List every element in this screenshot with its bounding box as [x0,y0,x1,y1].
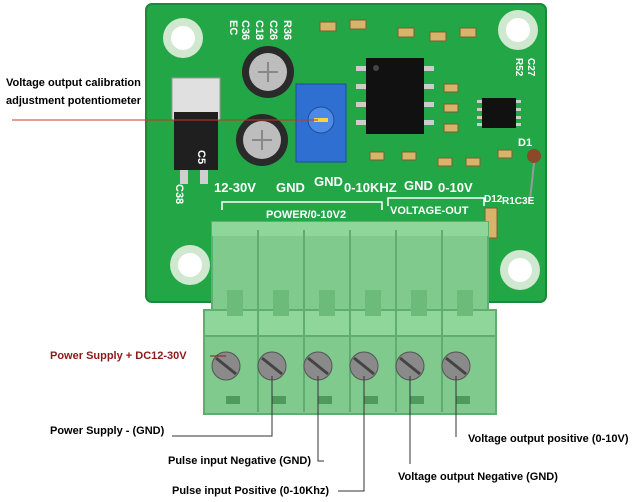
pulse-positive-label: Pulse input Positive (0-10Khz) [172,485,330,497]
voltage-regulator [171,77,221,184]
silk-c5: C5 [195,150,207,164]
silk-r36: R36 [281,20,293,40]
silk-c18: C18 [253,20,265,40]
mounting-hole-bottom-right [500,250,540,290]
pulse-neg-line [317,376,324,462]
capacitor-top [242,46,294,98]
capacitor-bottom [236,114,288,166]
smd-components [319,19,513,239]
silk-c27: C27 [525,58,536,77]
terminal-screw-4 [349,351,379,381]
terminal-screw-1 [211,351,241,381]
terminal-screw-5 [395,351,425,381]
callout-lines [12,119,457,492]
silk-c26: C26 [267,20,279,40]
silk-0-10v: 0-10V [438,180,473,195]
silk-freq: 0-10KHZ [344,180,397,195]
silkscreen: R36 C26 C18 C36 EC C5 C38 R52 C27 D1 D12… [173,20,536,221]
terminal-screw-2 [257,351,287,381]
ic-chip-dip8 [356,58,434,134]
silk-r1c3: R1C3E [502,196,535,207]
silk-c38: C38 [173,184,185,204]
power-minus-line [172,376,273,437]
terminal-screw-3 [303,351,333,381]
silk-r52: R52 [513,58,524,77]
silk-c36: C36 [239,20,251,40]
voltage-output-negative-label: Voltage output Negative (GND) [398,471,558,483]
power-plus-label: Power Supply + DC12-30V [50,350,187,362]
silk-vout: VOLTAGE-OUT [390,205,469,217]
pulse-pos-line [338,376,365,492]
silk-gnd-1: GND [276,180,305,195]
pot-callout-label-1: Voltage output calibration [6,77,141,89]
silk-gnd-2: GND [314,174,343,189]
pulse-negative-label: Pulse input Negative (GND) [168,455,312,467]
voltage-output-positive-label: Voltage output positive (0-10V) [468,433,629,445]
silk-gnd-3: GND [404,178,433,193]
potentiometer [295,83,347,163]
mounting-hole-bottom-left [170,245,210,285]
mounting-hole-top-right [498,10,538,50]
ic-chip-soic8 [477,98,521,128]
silk-power: POWER/0-10V2 [266,209,346,221]
pot-callout-label-2: adjustment potentiometer [6,95,142,107]
terminal-block [203,221,497,415]
silk-12-30v: 12-30V [214,180,256,195]
silk-ec: EC [227,20,239,35]
silk-d12: D12 [484,194,503,205]
terminal-screw-6 [441,351,471,381]
mounting-hole-top-left [163,18,203,58]
power-minus-label: Power Supply - (GND) [50,425,165,437]
silk-d1: D1 [518,137,532,149]
led [527,149,541,201]
